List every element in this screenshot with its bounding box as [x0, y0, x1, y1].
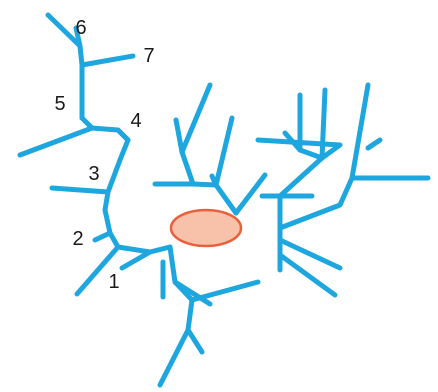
branch-label-7: 7: [143, 45, 154, 67]
branch-4-twig: [115, 127, 131, 143]
branch-label-5: 5: [54, 93, 65, 115]
branch-7-twig: [79, 53, 136, 68]
cell-body: [169, 208, 243, 248]
branch-label-4: 4: [130, 110, 141, 132]
branch-1-twig: [74, 244, 121, 297]
branch-6-twig: [73, 25, 83, 49]
far-right-twig-b: [365, 137, 383, 151]
far-right-branch: [277, 82, 371, 231]
branch-label-6: 6: [75, 17, 86, 39]
dendrite-branches: [17, 12, 431, 388]
right-lower-twig: [277, 252, 338, 298]
right-top-twig-c: [255, 137, 343, 161]
branch-5-side: [17, 125, 95, 158]
branch-label-3: 3: [88, 163, 99, 185]
lower-twig-d: [185, 327, 205, 355]
branch-label-1: 1: [108, 271, 119, 293]
left-lower-twig: [119, 249, 153, 271]
lower-twig-c: [189, 279, 261, 303]
upper-right-dendrite: [233, 172, 268, 216]
upper-middle-twig-c: [213, 115, 235, 188]
upper-middle-twig-d: [209, 173, 219, 188]
lower-twig-b: [172, 279, 213, 307]
upper-middle-twig-a: [179, 82, 213, 155]
branch-labels: 1 2 3 4 5 6 7: [54, 17, 154, 293]
branch-2-twig: [92, 230, 113, 243]
right-lower-branch: [277, 237, 343, 271]
branch-label-2: 2: [72, 228, 83, 250]
branch-3-twig: [49, 185, 111, 195]
